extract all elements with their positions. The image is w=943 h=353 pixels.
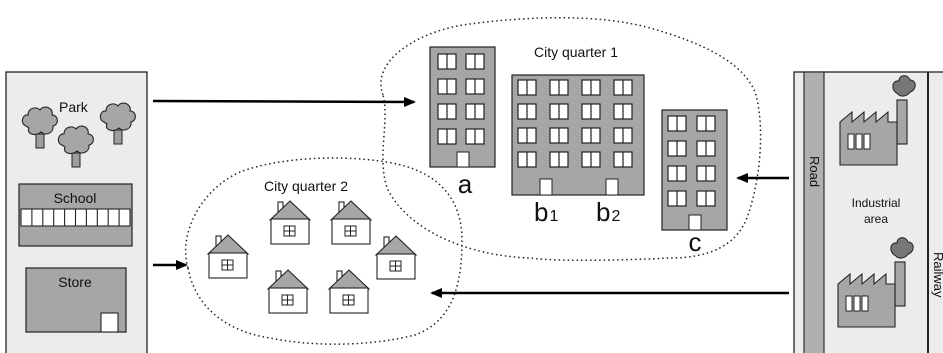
window-icon <box>581 127 601 144</box>
store: Store <box>25 267 127 333</box>
building-b2-label: b2 <box>596 197 620 227</box>
window-icon <box>549 103 569 120</box>
store-door <box>100 312 119 333</box>
house-icon <box>328 269 370 314</box>
building-a: a <box>429 46 496 199</box>
window-icon <box>465 53 485 70</box>
building-c-label: c <box>689 227 702 257</box>
road-label: Road <box>807 156 822 187</box>
smoke-icon <box>892 75 916 97</box>
window-icon <box>517 79 537 96</box>
window-icon <box>667 115 687 132</box>
park-label: Park <box>59 99 89 115</box>
window-icon <box>517 127 537 144</box>
window-icon <box>437 78 457 95</box>
school-label: School <box>54 190 97 206</box>
window-icon <box>549 127 569 144</box>
left-panel: Park School Store <box>5 71 148 353</box>
window-icon <box>581 79 601 96</box>
right-panel: Road Railway Industrial area <box>793 71 943 353</box>
house-icon <box>269 200 311 245</box>
window-icon <box>696 165 716 182</box>
window-icon <box>581 151 601 168</box>
quarter2-boundary <box>184 157 463 345</box>
city-quarter-1: City quarter 1 a b1 b2 c <box>380 17 762 262</box>
window-icon <box>517 103 537 120</box>
window-icon <box>613 103 633 120</box>
arrow-park-to-quarter1 <box>152 96 416 107</box>
city-quarter-2: City quarter 2 <box>184 157 463 345</box>
window-icon <box>581 103 601 120</box>
window-icon <box>696 140 716 157</box>
window-icon <box>613 151 633 168</box>
quarter1-title: City quarter 1 <box>534 44 618 60</box>
building-b1-label: b1 <box>534 197 558 227</box>
window-icon <box>437 53 457 70</box>
window-icon <box>667 140 687 157</box>
quarter1-boundary <box>380 17 762 262</box>
school: School <box>18 183 133 247</box>
house-icon <box>330 200 372 245</box>
window-icon <box>549 151 569 168</box>
factory-top <box>839 75 916 166</box>
road <box>803 71 825 353</box>
quarter2-title: City quarter 2 <box>264 178 348 194</box>
window-icon <box>549 79 569 96</box>
window-icon <box>437 103 457 120</box>
house-icon <box>267 269 309 314</box>
window-icon <box>437 128 457 145</box>
building-c: c <box>661 109 728 257</box>
park: Park <box>21 99 136 168</box>
window-icon <box>696 115 716 132</box>
house-icon <box>207 234 249 279</box>
window-icon <box>465 78 485 95</box>
building-a-label: a <box>458 169 473 199</box>
smoke-icon <box>890 237 914 259</box>
window-icon <box>667 165 687 182</box>
store-label: Store <box>58 274 92 290</box>
window-icon <box>517 151 537 168</box>
industrial-label-line2: area <box>864 212 888 226</box>
building-b: b1 b2 <box>511 74 645 227</box>
house-icon <box>375 235 417 280</box>
railway-label: Railway <box>931 252 943 298</box>
factory-bottom <box>837 237 914 328</box>
window-icon <box>613 127 633 144</box>
window-icon <box>667 190 687 207</box>
window-icon <box>465 128 485 145</box>
window-icon <box>696 190 716 207</box>
industrial-label-line1: Industrial <box>852 196 901 210</box>
window-icon <box>613 79 633 96</box>
window-icon <box>465 103 485 120</box>
